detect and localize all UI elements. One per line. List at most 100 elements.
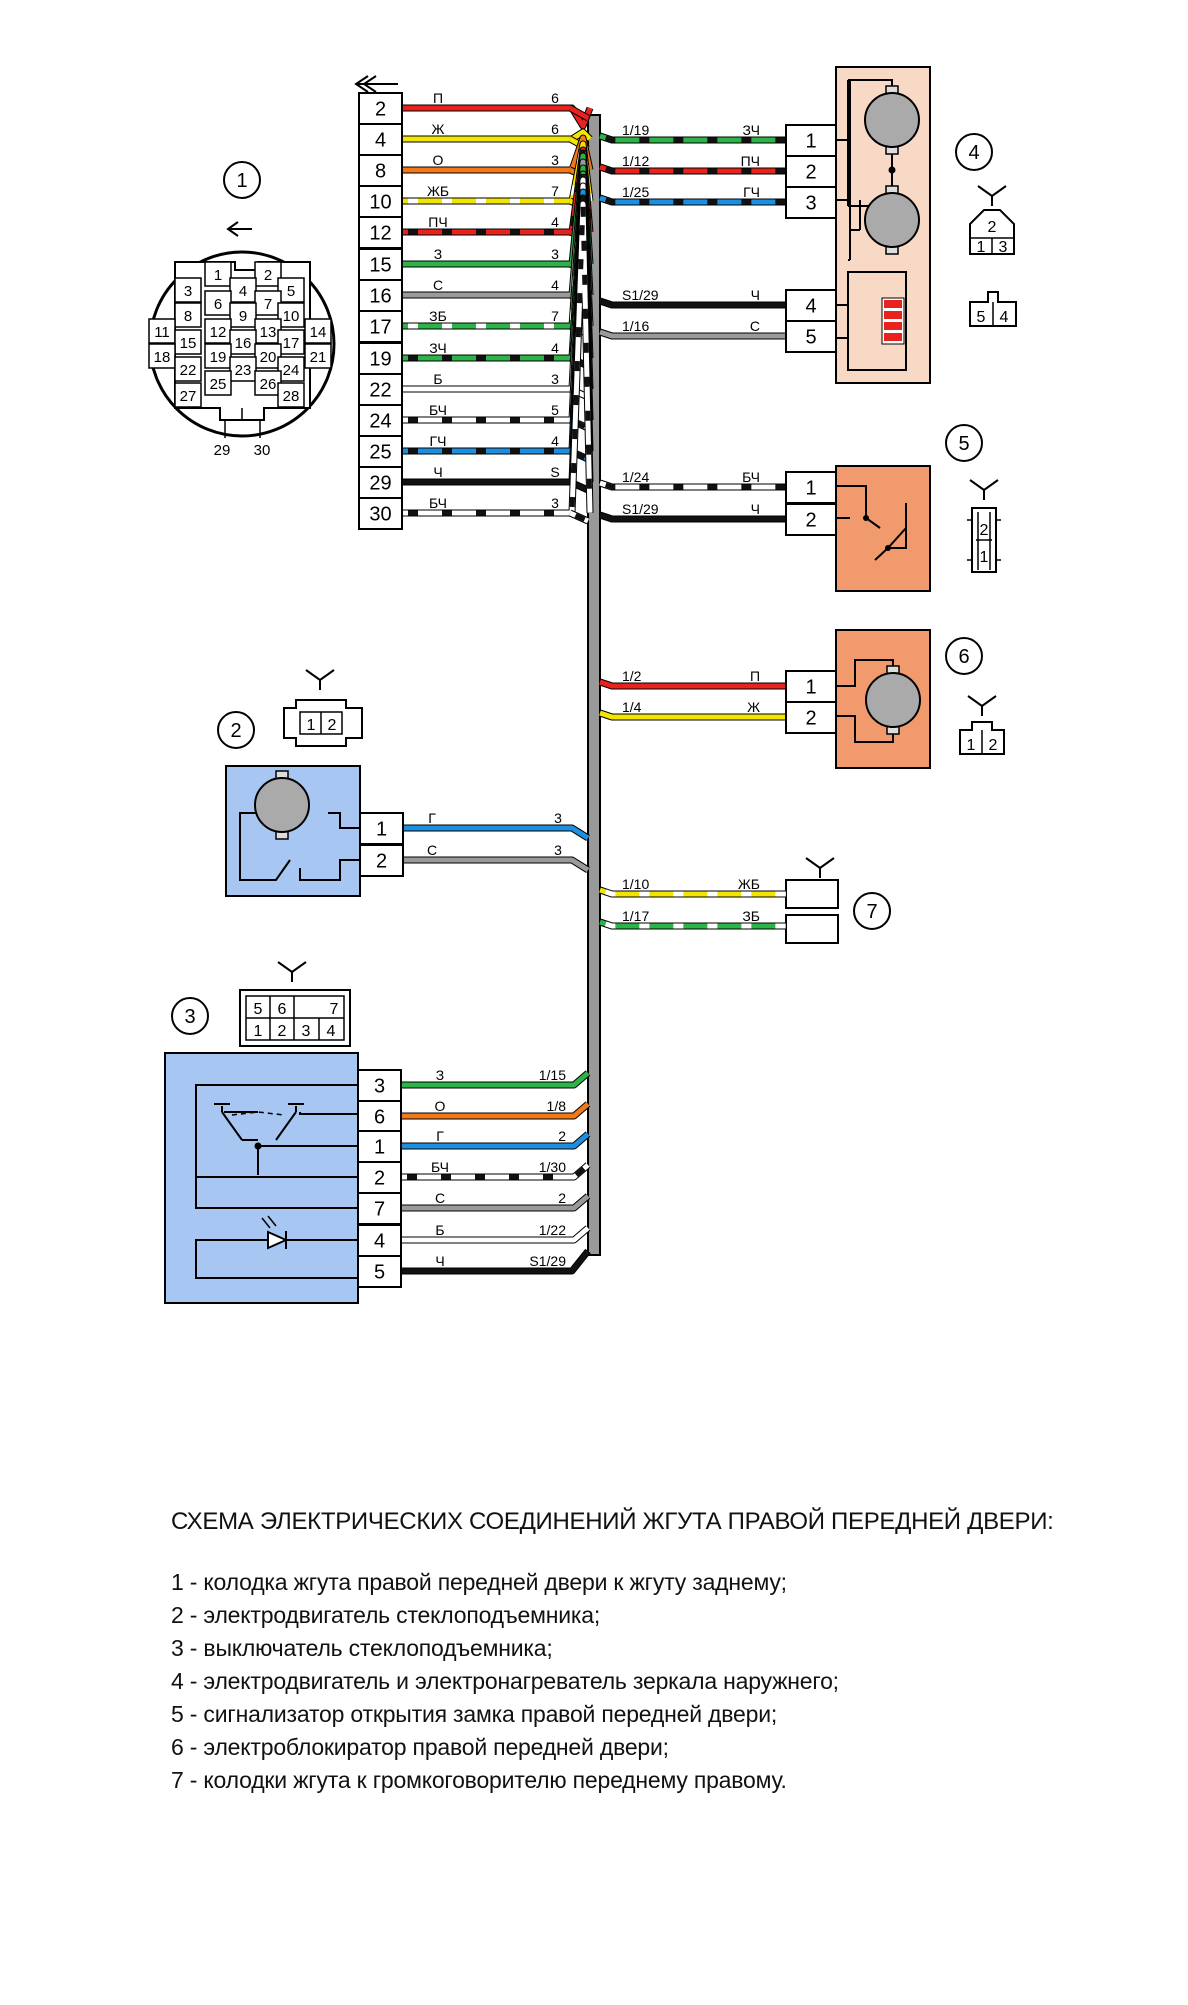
callout-circle — [853, 892, 891, 930]
pin-number: 2 — [805, 708, 816, 730]
callout-circle — [223, 161, 261, 199]
plug-pin: 1 — [307, 717, 316, 734]
plug-pin: 3 — [302, 1023, 311, 1040]
callout-circle — [945, 637, 983, 675]
wire-end: 6 — [551, 90, 559, 106]
wire-from: S1/29 — [622, 501, 659, 517]
wire-end: 1/15 — [539, 1067, 566, 1083]
pin-cell — [357, 1100, 402, 1133]
pin-cell — [785, 670, 837, 703]
face-pin-number: 10 — [283, 308, 300, 325]
face-pin-number: 26 — [260, 376, 277, 393]
wire-mark: Г — [428, 810, 436, 826]
face-pin-number: 3 — [184, 283, 192, 300]
face-pin-cell — [204, 370, 232, 396]
connector-direction-icon — [354, 75, 398, 93]
pin-number: 2 — [376, 851, 387, 873]
plug-3-grid — [246, 996, 344, 1040]
wire-mark: БЧ — [429, 402, 447, 418]
pin-number: 4 — [805, 296, 816, 318]
wire-from: 1/16 — [622, 318, 649, 334]
pin-number: 15 — [369, 255, 391, 277]
wire-end: 3 — [554, 810, 562, 826]
wire — [568, 105, 590, 121]
wire-mark: П — [433, 90, 443, 106]
face-pin-number: 16 — [235, 335, 252, 352]
pin-cell — [358, 123, 403, 156]
wire-end: 5 — [551, 402, 559, 418]
face-pin-cell — [304, 343, 332, 369]
pin-number: 8 — [375, 161, 386, 183]
pin-number: 19 — [369, 349, 391, 371]
wire-end: 2 — [558, 1128, 566, 1144]
wire-stripe — [599, 133, 786, 143]
wire-mark: БЧ — [742, 469, 760, 485]
pin-cell — [358, 373, 403, 406]
pin-number: 2 — [805, 510, 816, 532]
pin-cell — [359, 844, 404, 877]
wire-mark: ЗБ — [742, 908, 760, 924]
plug-pin: 6 — [278, 1001, 287, 1018]
diagram-title: СХЕМА ЭЛЕКТРИЧЕСКИХ СОЕДИНЕНИЙ ЖГУТА ПРА… — [171, 1508, 1054, 1535]
plug-pin: 2 — [989, 737, 998, 754]
legend-item: 5 - сигнализатор открытия замка правой п… — [171, 1701, 778, 1727]
plug-pin: 1 — [980, 549, 989, 566]
legend-item: 1 - колодка жгута правой передней двери … — [171, 1569, 787, 1595]
wire-end: 4 — [551, 277, 559, 293]
pin-number: 3 — [805, 193, 816, 215]
wire — [401, 1132, 590, 1149]
legend-item: 4 - электродвигатель и электронагревател… — [171, 1668, 839, 1694]
face-pin-cell — [174, 302, 202, 328]
face-pin-cell — [304, 318, 332, 344]
face-pin-cell — [229, 302, 257, 328]
callout-circle — [955, 133, 993, 171]
pin-number: 16 — [369, 286, 391, 308]
wire-mark: Ч — [433, 464, 442, 480]
wire-stripe — [599, 164, 786, 174]
face-pin-number: 17 — [283, 335, 300, 352]
face-pin-number: 28 — [283, 388, 300, 405]
wire — [599, 710, 786, 720]
plug-pin: 4 — [327, 1023, 336, 1040]
pin-cell — [785, 155, 837, 188]
callout-number: 5 — [958, 433, 969, 455]
wire-stripe — [599, 480, 786, 490]
switch-contact-icon — [836, 485, 907, 561]
wire-from: 1/12 — [622, 153, 649, 169]
plug-fork-icon — [969, 479, 999, 500]
pin-cell — [358, 185, 403, 218]
plug-pin: 2 — [980, 522, 989, 539]
face-pin-number: 24 — [283, 362, 300, 379]
wire-mark: Ч — [435, 1253, 444, 1269]
wire — [403, 857, 590, 873]
legend-item: 3 - выключатель стеклоподъемника; — [171, 1635, 553, 1661]
wire-end: 4 — [551, 340, 559, 356]
callout-number: 4 — [968, 142, 979, 164]
wire-end: 4 — [551, 433, 559, 449]
pin-cell — [358, 248, 403, 281]
face-pin-number: 19 — [210, 349, 227, 366]
face-pin-number: 23 — [235, 362, 252, 379]
face-pin-number: 18 — [154, 349, 171, 366]
pin-number: 2 — [805, 162, 816, 184]
pin-number: 12 — [369, 223, 391, 245]
pin-number: 2 — [375, 99, 386, 121]
plug-fork-icon — [967, 695, 997, 716]
pin-number: 3 — [374, 1076, 385, 1098]
face-pin-cell — [174, 356, 202, 382]
wire-end: 3 — [554, 842, 562, 858]
callout-number: 1 — [236, 170, 247, 192]
wire-from: 1/10 — [622, 876, 649, 892]
plug-pin: 7 — [330, 1001, 339, 1018]
face-pin-cell — [254, 261, 282, 287]
face-pin-cell — [174, 382, 202, 408]
wire-mark: ЗЧ — [743, 122, 760, 138]
wire — [402, 201, 593, 516]
face-pin-cell — [254, 318, 282, 344]
face-pin-number: 30 — [254, 442, 271, 459]
pin-number: 22 — [369, 380, 391, 402]
face-pin-number: 7 — [264, 296, 272, 313]
pin-number: 1 — [805, 677, 816, 699]
pin-number: 29 — [369, 473, 391, 495]
